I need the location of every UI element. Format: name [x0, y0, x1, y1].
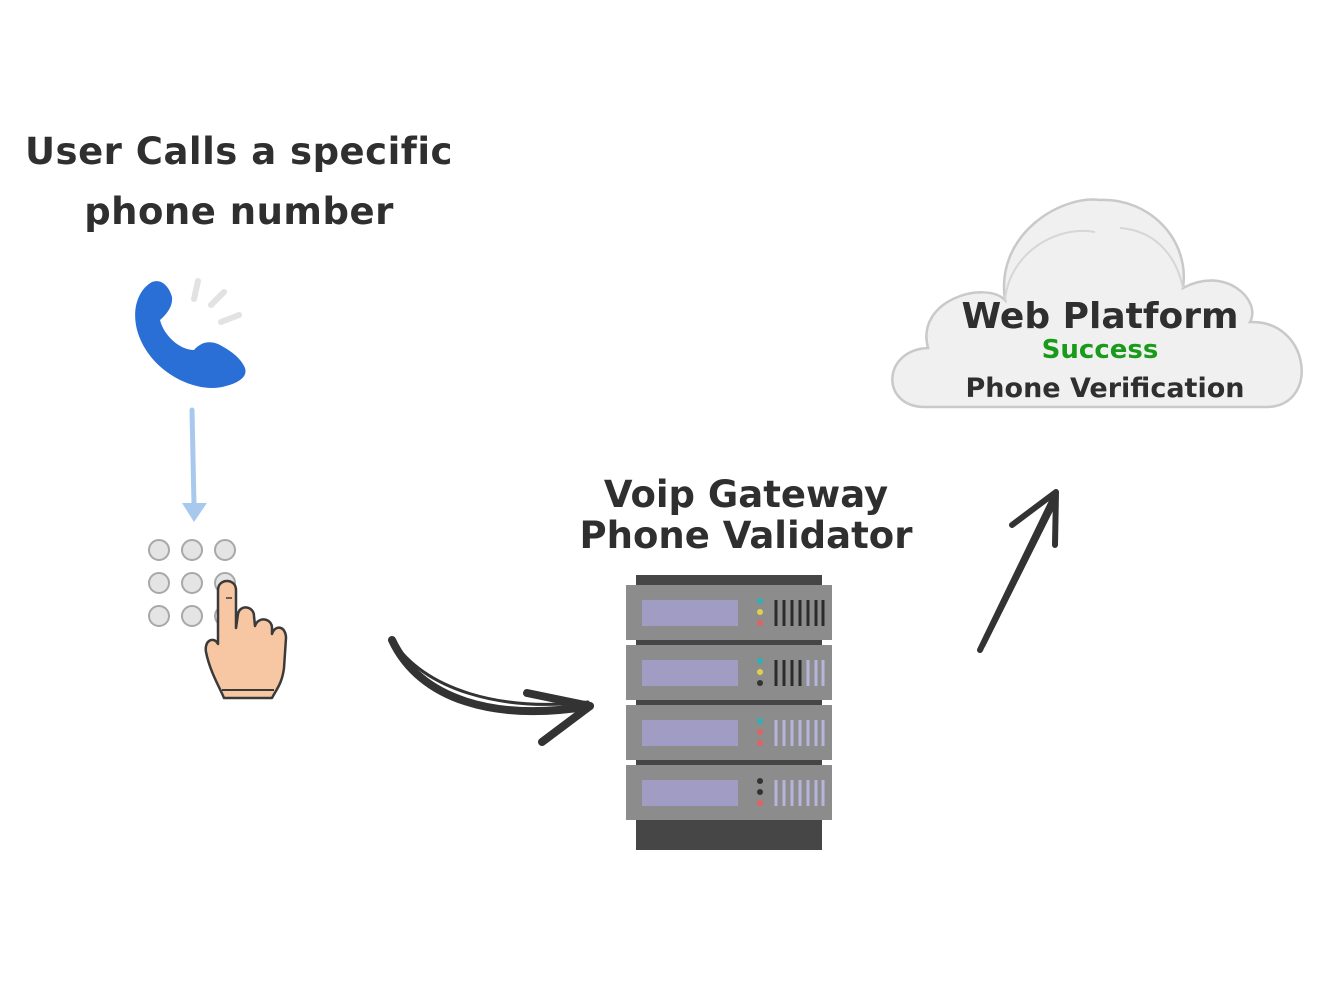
- down-arrow-icon: [182, 407, 207, 522]
- caller-title-line1: User Calls a specific: [25, 130, 453, 173]
- server-unit: [626, 705, 832, 760]
- gateway-title-line1: Voip Gateway: [603, 473, 889, 516]
- cloud-title: Web Platform: [961, 296, 1239, 337]
- caller-title: User Calls a specific phone number: [0, 122, 478, 242]
- cloud-status: Success: [1041, 335, 1159, 365]
- curved-arrow-icon: [388, 636, 594, 746]
- gateway-title: Voip Gateway Phone Validator: [560, 474, 932, 556]
- diagonal-arrow-icon: [977, 489, 1059, 653]
- phone-ringing-icon: [135, 278, 246, 388]
- server-unit: [626, 765, 832, 820]
- server-unit: [626, 585, 832, 640]
- server-unit: [626, 645, 832, 700]
- caller-title-line2: phone number: [84, 190, 394, 233]
- server-rack-icon: [626, 575, 832, 850]
- cloud-subtitle: Phone Verification: [965, 373, 1245, 404]
- hand-pointer-icon: [204, 579, 288, 700]
- gateway-title-line2: Phone Validator: [579, 514, 913, 557]
- cloud-icon: [891, 198, 1303, 409]
